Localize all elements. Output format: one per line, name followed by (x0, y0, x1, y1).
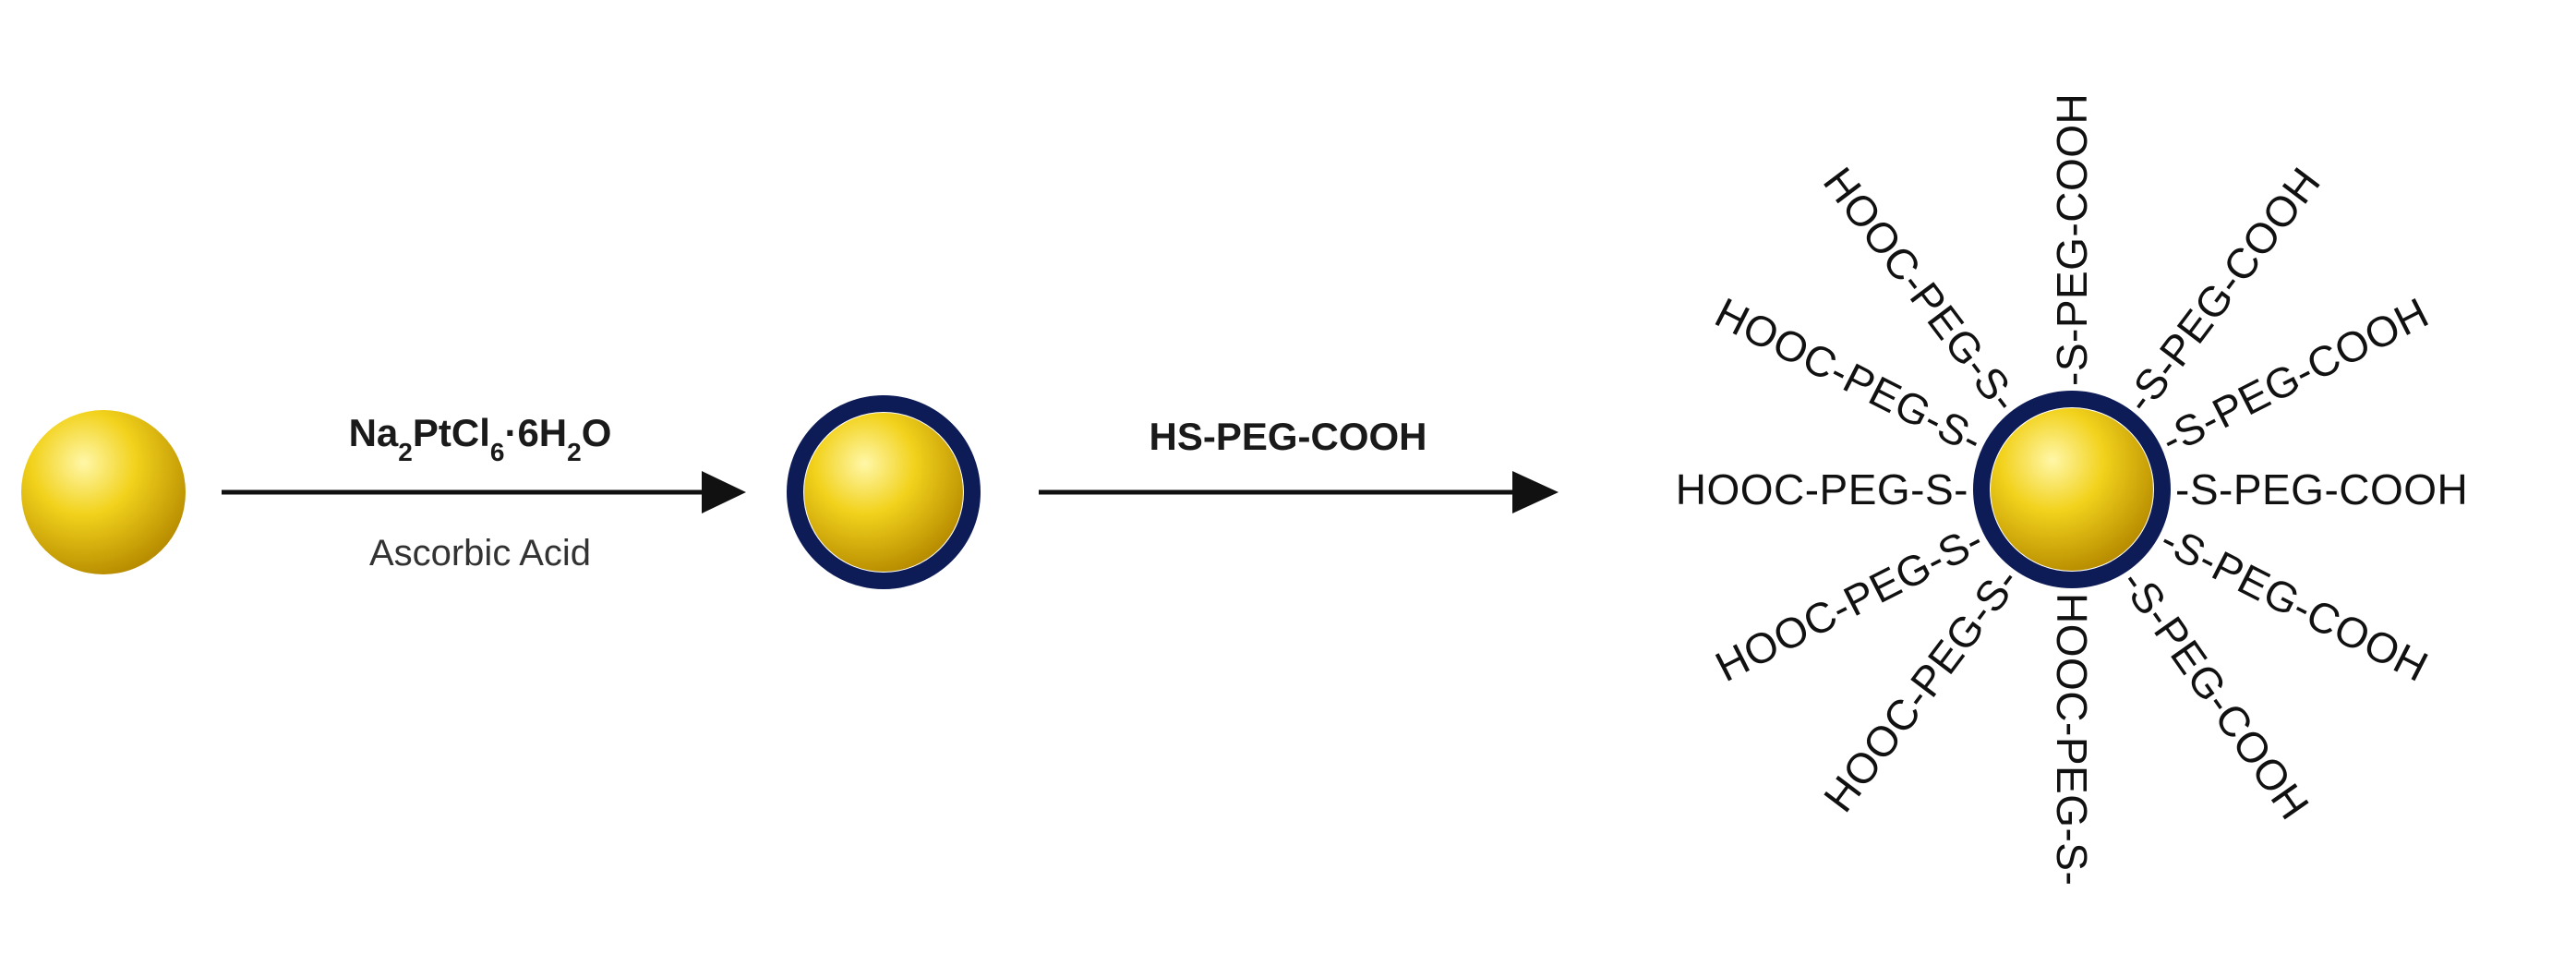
peg-ligand-label: -S-PEG-COOH (2048, 93, 2096, 386)
reaction-arrow-2 (1039, 471, 1559, 513)
reaction-arrow-1 (222, 471, 746, 513)
pegylated-nanoparticle (1973, 391, 2171, 588)
reagent-label-2: HS-PEG-COOH (1149, 415, 1426, 458)
peg-ligand-label: -S-PEG-COOH (2175, 465, 2468, 513)
reagent-label-1: Na2PtCl6·6H2O (349, 411, 612, 466)
gold-nanoparticle (21, 410, 186, 574)
pt-shell-nanoparticle (787, 395, 981, 589)
peg-ligand-label: HOOC-PEG-S- (1676, 465, 1968, 513)
peg-ligand-label: HOOC-PEG-S- (2048, 593, 2096, 886)
condition-label-1: Ascorbic Acid (369, 533, 591, 574)
